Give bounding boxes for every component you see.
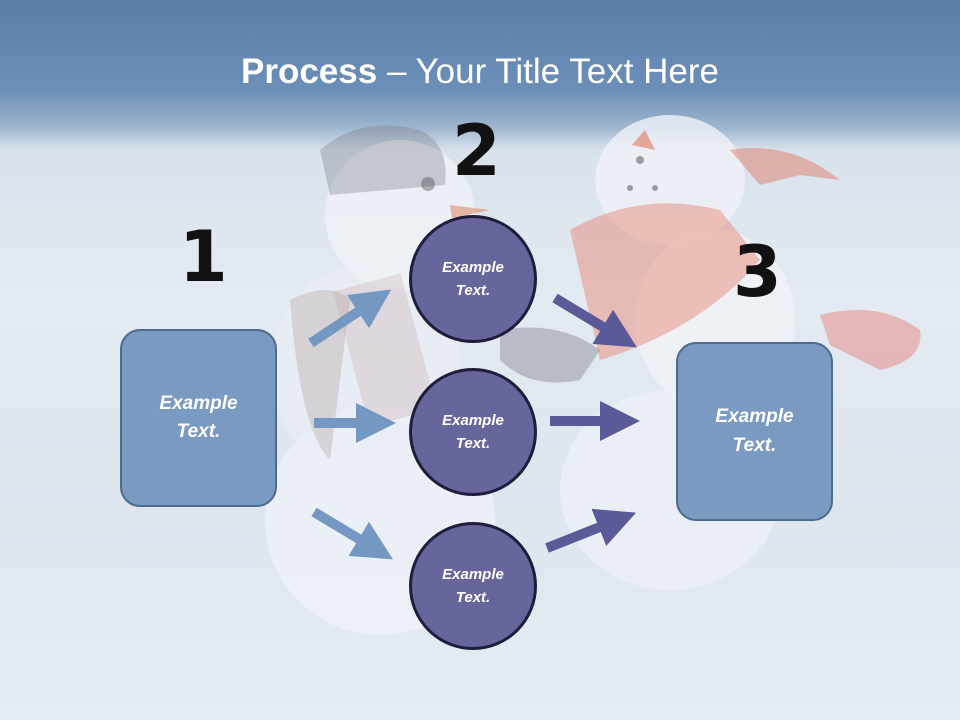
left-box-text: Example Text. [159, 392, 238, 443]
title-rest: – Your Title Text Here [377, 52, 719, 91]
right-box-text: Example Text. [715, 406, 794, 456]
arrow-top-to-right [552, 293, 637, 348]
circle-middle: Example Text. [409, 368, 537, 496]
step-number-1: 1 [179, 216, 228, 298]
step-number-2: 2 [452, 110, 501, 192]
circle-top-text: Example Text. [442, 258, 504, 299]
title-bold: Process [241, 52, 378, 91]
slide-title: Process – Your Title Text Here [0, 52, 960, 92]
step-number-3: 3 [733, 231, 782, 313]
left-box: Example Text. [120, 329, 277, 507]
arrow-left-to-bottom [311, 507, 394, 560]
circle-bottom-text: Example Text. [442, 565, 504, 606]
circle-middle-text: Example Text. [442, 411, 504, 452]
arrow-bottom-to-right [545, 508, 637, 553]
right-box: Example Text. [676, 342, 833, 521]
circle-top: Example Text. [409, 215, 537, 343]
arrow-left-to-top [308, 289, 392, 348]
circle-bottom: Example Text. [409, 522, 537, 650]
